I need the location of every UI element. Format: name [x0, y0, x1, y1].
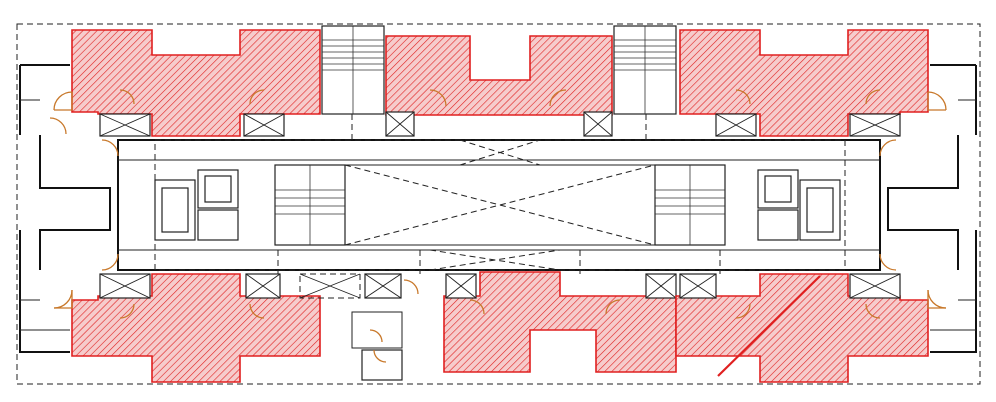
apartment-top-center — [385, 35, 613, 137]
building-outline — [16, 23, 981, 385]
central-corridor — [117, 139, 881, 271]
stairwell-top-right — [613, 25, 677, 115]
shafts-bottom-left — [299, 273, 403, 381]
apartment-bottom-center — [443, 271, 677, 373]
stairwell-top-left — [321, 25, 385, 115]
lift-core-right — [654, 164, 841, 246]
doors — [49, 89, 947, 363]
side-walls-left — [19, 64, 111, 353]
side-walls-right — [887, 64, 977, 353]
apartment-top-left — [71, 29, 321, 137]
apartment-bottom-right — [675, 273, 929, 383]
apartment-bottom-left — [71, 273, 321, 383]
lift-core-left — [154, 164, 346, 246]
apartment-top-right — [679, 29, 929, 137]
inner-dashed-lines — [277, 114, 721, 274]
